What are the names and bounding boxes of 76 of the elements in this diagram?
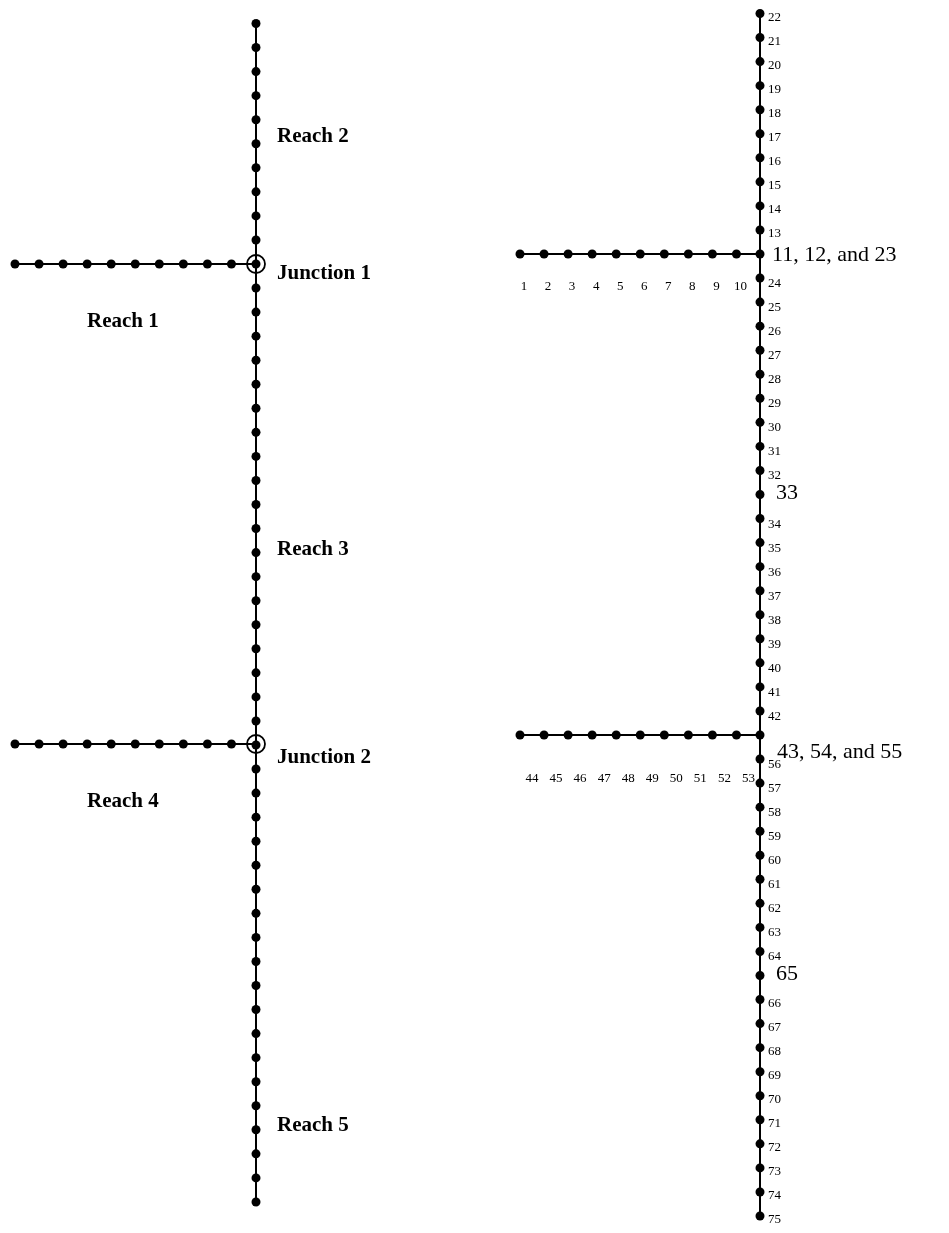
node-number: 1 — [520, 278, 528, 292]
node-number: 11, 12, and 23 — [772, 243, 897, 265]
node-number: 7 — [665, 278, 672, 292]
node-number: 40 — [768, 660, 781, 674]
node-number: 17 — [768, 129, 781, 143]
node-number: 70 — [768, 1091, 781, 1105]
node-number: 52 — [717, 770, 731, 784]
node-number: 60 — [768, 852, 781, 866]
node-number: 30 — [768, 419, 781, 433]
node-number: 59 — [768, 828, 781, 842]
node-number: 29 — [768, 395, 781, 409]
node-number: 50 — [669, 770, 683, 784]
node-number: 47 — [597, 770, 611, 784]
node-number: 37 — [768, 588, 781, 602]
node-number: 58 — [768, 804, 781, 818]
node-number: 62 — [768, 900, 781, 914]
reach-label: Reach 1 — [87, 309, 159, 331]
node-number: 25 — [768, 299, 781, 313]
node-number: 42 — [768, 708, 781, 722]
node-number: 61 — [768, 876, 781, 890]
node-number: 2 — [544, 278, 552, 292]
node-number: 71 — [768, 1115, 781, 1129]
node-number: 63 — [768, 924, 781, 938]
reach-label: Junction 2 — [277, 745, 371, 767]
node-number: 9 — [713, 278, 720, 292]
reach-label: Reach 3 — [277, 537, 349, 559]
node-number: 75 — [768, 1211, 781, 1225]
reach-label: Junction 1 — [277, 261, 371, 283]
node-number: 66 — [768, 995, 781, 1009]
node-number: 15 — [768, 177, 781, 191]
node-number: 32 — [768, 467, 781, 481]
node-number: 10 — [733, 278, 747, 292]
node-number: 45 — [549, 770, 563, 784]
node-number: 57 — [768, 780, 781, 794]
node-number: 53 — [741, 770, 755, 784]
node-number: 19 — [768, 81, 781, 95]
node-number: 39 — [768, 636, 781, 650]
node-number: 18 — [768, 105, 781, 119]
node-number: 48 — [621, 770, 635, 784]
node-number: 35 — [768, 540, 781, 554]
node-number: 74 — [768, 1187, 781, 1201]
node-number: 51 — [693, 770, 707, 784]
node-number: 20 — [768, 57, 781, 71]
node-number: 21 — [768, 33, 781, 47]
reach-label: Reach 2 — [277, 124, 349, 146]
node-number: 64 — [768, 948, 781, 962]
node-number: 13 — [768, 225, 781, 239]
node-number: 14 — [768, 201, 781, 215]
node-number: 34 — [768, 516, 781, 530]
node-number: 72 — [768, 1139, 781, 1153]
reach-label: Reach 4 — [87, 789, 159, 811]
node-number: 33 — [776, 480, 798, 503]
node-number: 8 — [689, 278, 696, 292]
node-number: 68 — [768, 1043, 781, 1057]
node-number: 73 — [768, 1163, 781, 1177]
node-number: 49 — [645, 770, 659, 784]
node-number: 44 — [525, 770, 539, 784]
node-number: 65 — [776, 961, 798, 984]
node-number: 26 — [768, 323, 781, 337]
node-number: 36 — [768, 564, 781, 578]
node-number: 5 — [616, 278, 624, 292]
node-number: 67 — [768, 1019, 781, 1033]
node-number: 46 — [573, 770, 587, 784]
reach-label: Reach 5 — [277, 1113, 349, 1135]
node-number: 38 — [768, 612, 781, 626]
node-number: 41 — [768, 684, 781, 698]
node-number: 6 — [641, 278, 648, 292]
node-number: 4 — [592, 278, 600, 292]
node-number: 28 — [768, 371, 781, 385]
node-number: 24 — [768, 275, 781, 289]
node-number: 31 — [768, 443, 781, 457]
node-number: 3 — [568, 278, 576, 292]
node-number: 69 — [768, 1067, 781, 1081]
node-number: 22 — [768, 9, 781, 22]
node-number: 27 — [768, 347, 781, 361]
node-number: 16 — [768, 153, 781, 167]
